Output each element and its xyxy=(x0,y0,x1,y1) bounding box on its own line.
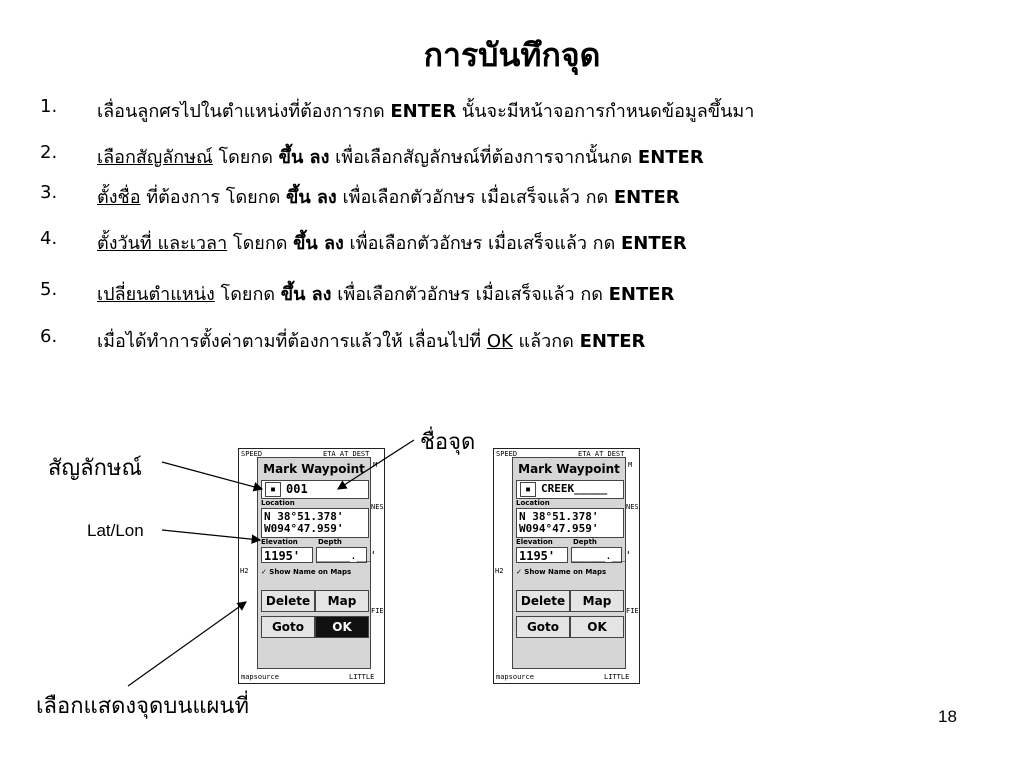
ok-keyword: OK xyxy=(486,331,513,352)
location-label: Location xyxy=(516,499,550,507)
panel-title: Mark Waypoint xyxy=(263,462,365,476)
show-on-map-callout-label: เลือกแสดงจุดบนแผนที่ xyxy=(36,694,249,719)
latlon-arrow xyxy=(161,529,262,544)
goto-button[interactable]: Goto xyxy=(516,616,570,638)
step-text: เพื่อเลือกตัวอักษร เมื่อเสร็จแล้ว กด xyxy=(336,187,614,208)
step-text: โดยกด xyxy=(214,284,281,305)
key-updown: ขึ้น ลง xyxy=(278,147,330,168)
bg-eta-label: ETA AT DEST xyxy=(578,450,625,458)
page-number: 18 xyxy=(938,707,957,726)
key-enter: ENTER xyxy=(579,331,646,352)
step-text: โดยกด xyxy=(227,233,294,254)
step-text: เมื่อได้ทำการตั้งค่าตามที่ต้องการแล้วให้… xyxy=(97,331,487,352)
latlon-callout-label: Lat/Lon xyxy=(87,521,144,540)
bg-mapsource-label: mapsource xyxy=(241,673,279,681)
gps-screen-1: SPEED ETA AT DEST M NES H2 FIE mapsource… xyxy=(238,448,385,684)
bg-h2-label: H2 xyxy=(495,567,504,575)
location-label: Location xyxy=(261,499,295,507)
step-text: แล้วกด xyxy=(512,331,580,352)
step-text: เพื่อเลือกสัญลักษณ์ที่ต้องการจากนั้นกด xyxy=(329,147,638,168)
step-keyword: ตั้งชื่อ xyxy=(97,187,141,208)
elevation-field[interactable]: 1195' xyxy=(516,547,568,563)
ok-button[interactable]: OK xyxy=(315,616,369,638)
mark-waypoint-panel: Mark Waypoint ▪ 001 Location N 38°51.378… xyxy=(257,457,377,669)
depth-label: Depth xyxy=(573,538,597,546)
depth-field[interactable]: _____.__' xyxy=(316,547,377,563)
step-text: โดยกด xyxy=(212,147,279,168)
elevation-field[interactable]: 1195' xyxy=(261,547,313,563)
latitude-value: N 38°51.378' xyxy=(519,510,599,523)
panel-title: Mark Waypoint xyxy=(518,462,620,476)
bg-speed-label: SPEED xyxy=(496,450,518,458)
step-number: 5. xyxy=(40,279,58,300)
key-enter: ENTER xyxy=(390,101,457,122)
bg-nes-label: NES xyxy=(371,503,384,511)
step-text: เลื่อนลูกศรไปในตำแหน่งที่ต้องการกด xyxy=(97,101,391,122)
location-field[interactable]: N 38°51.378' W094°47.959' xyxy=(261,508,369,538)
name-callout-label: ชื่อจุด xyxy=(420,430,476,455)
key-enter: ENTER xyxy=(608,284,675,305)
step-number: 2. xyxy=(40,142,58,163)
step-number: 4. xyxy=(40,228,58,249)
depth-field[interactable]: _____.__' xyxy=(571,547,632,563)
waypoint-name-value: CREEK_____ xyxy=(541,482,608,495)
symbol-arrow xyxy=(161,461,264,492)
bg-m-label: M xyxy=(628,461,633,469)
show-name-on-maps-checkbox[interactable]: ✓ Show Name on Maps xyxy=(261,568,352,576)
step-number: 1. xyxy=(40,96,58,117)
bg-speed-label: SPEED xyxy=(241,450,263,458)
waypoint-symbol-icon[interactable]: ▪ xyxy=(520,482,536,497)
show-on-map-arrow xyxy=(127,601,247,687)
mark-waypoint-panel: Mark Waypoint ▪ CREEK_____ Location N 38… xyxy=(512,457,632,669)
bg-fie-label: FIE xyxy=(626,607,639,615)
latitude-value: N 38°51.378' xyxy=(264,510,344,523)
delete-button[interactable]: Delete xyxy=(516,590,570,612)
longitude-value: W094°47.959' xyxy=(519,522,599,535)
bg-little-label: LITTLE xyxy=(349,673,375,681)
page-title: การบันทึกจุด xyxy=(423,36,601,74)
map-button[interactable]: Map xyxy=(570,590,624,612)
key-enter: ENTER xyxy=(637,147,704,168)
bg-fie-label: FIE xyxy=(371,607,384,615)
step-keyword: เปลี่ยนตำแหน่ง xyxy=(97,284,215,305)
waypoint-symbol-icon[interactable]: ▪ xyxy=(265,482,281,497)
ok-button[interactable]: OK xyxy=(570,616,624,638)
step-number: 3. xyxy=(40,182,58,203)
elevation-label: Elevation xyxy=(516,538,553,546)
map-button[interactable]: Map xyxy=(315,590,369,612)
key-updown: ขึ้น ลง xyxy=(293,233,344,254)
step-text: เพื่อเลือกตัวอักษร เมื่อเสร็จแล้ว กด xyxy=(343,233,621,254)
gps-screen-2: SPEED ETA AT DEST M NES H2 FIE mapsource… xyxy=(493,448,640,684)
goto-button[interactable]: Goto xyxy=(261,616,315,638)
name-arrow xyxy=(336,439,415,490)
step-keyword: เลือกสัญลักษณ์ xyxy=(97,147,213,168)
elevation-label: Elevation xyxy=(261,538,298,546)
step-keyword: ตั้งวันที่ และเวลา xyxy=(97,233,228,254)
bg-h2-label: H2 xyxy=(240,567,249,575)
step-text: ที่ต้องการ โดยกด xyxy=(140,187,287,208)
step-number: 6. xyxy=(40,326,58,347)
bg-mapsource-label: mapsource xyxy=(496,673,534,681)
show-name-on-maps-checkbox[interactable]: ✓ Show Name on Maps xyxy=(516,568,607,576)
step-text: เพื่อเลือกตัวอักษร เมื่อเสร็จแล้ว กด xyxy=(331,284,609,305)
waypoint-name-value: 001 xyxy=(286,482,308,496)
step-text: นั้นจะมีหน้าจอการกำหนดข้อมูลขึ้นมา xyxy=(456,101,755,122)
bg-nes-label: NES xyxy=(626,503,639,511)
bg-little-label: LITTLE xyxy=(604,673,630,681)
bg-eta-label: ETA AT DEST xyxy=(323,450,370,458)
delete-button[interactable]: Delete xyxy=(261,590,315,612)
location-field[interactable]: N 38°51.378' W094°47.959' xyxy=(516,508,624,538)
symbol-callout-label: สัญลักษณ์ xyxy=(48,456,142,481)
waypoint-name-field[interactable]: ▪ CREEK_____ xyxy=(516,480,624,499)
key-updown: ขึ้น ลง xyxy=(280,284,332,305)
key-updown: ขึ้น ลง xyxy=(286,187,337,208)
key-enter: ENTER xyxy=(613,187,680,208)
key-enter: ENTER xyxy=(620,233,687,254)
longitude-value: W094°47.959' xyxy=(264,522,344,535)
depth-label: Depth xyxy=(318,538,342,546)
